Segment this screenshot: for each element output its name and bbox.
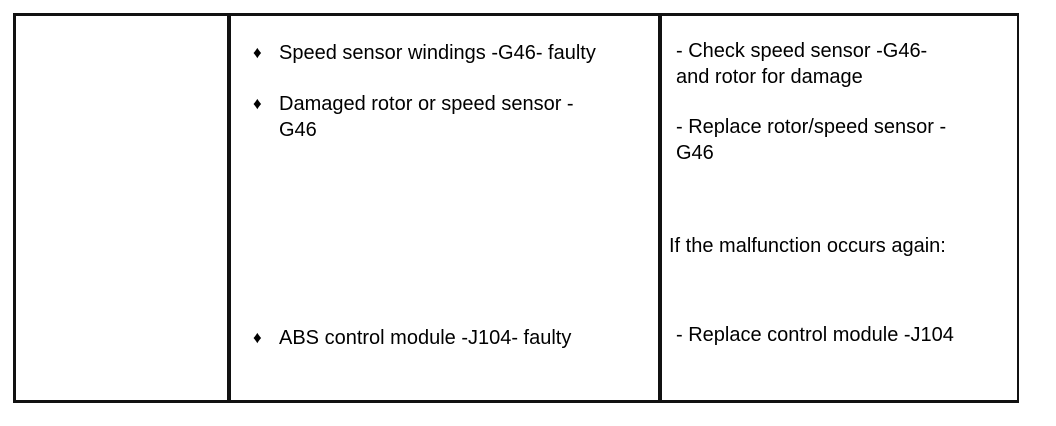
remedy-2-line-2: G46 (676, 142, 714, 164)
column-divider-1 (227, 13, 231, 403)
table-frame (13, 13, 1019, 403)
cause-3-line-1: ABS control module -J104- faulty (279, 327, 572, 349)
remedy-1-line-2: and rotor for damage (676, 66, 863, 88)
remedy-4-line-1: - Replace control module -J104 (676, 324, 954, 346)
cause-2-line-1: Damaged rotor or speed sensor - (279, 93, 574, 115)
bullet-icon: ♦ (253, 328, 262, 347)
remedy-1-line-1: - Check speed sensor -G46- (676, 40, 928, 62)
column-divider-2 (658, 13, 662, 403)
cause-2-line-2: G46 (279, 119, 317, 141)
remedy-3-line-1: If the malfunction occurs again: (669, 235, 946, 257)
empty-first-column (16, 16, 227, 400)
bullet-icon: ♦ (253, 43, 262, 62)
cause-1-line-1: Speed sensor windings -G46- faulty (279, 42, 596, 64)
remedy-2-line-1: - Replace rotor/speed sensor - (676, 116, 947, 138)
bullet-icon: ♦ (253, 94, 262, 113)
